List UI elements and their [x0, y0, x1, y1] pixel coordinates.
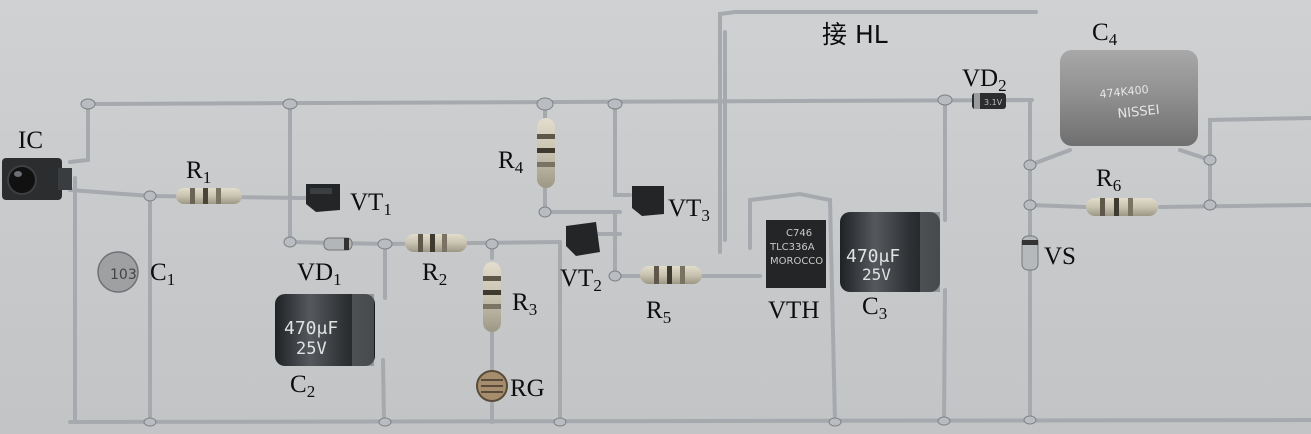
vth-marking-2: TLC336A	[769, 242, 815, 253]
label-c2-sub: 2	[306, 382, 316, 401]
c1-component: 103	[97, 251, 139, 293]
vth-marking-1: C746	[786, 228, 812, 239]
label-vd1-main: VD	[297, 259, 334, 286]
label-c2-main: C	[290, 371, 307, 398]
label-r2-main: R	[422, 259, 439, 286]
label-rg: RG	[510, 375, 545, 402]
vth-component: C746 TLC336A MOROCCO	[766, 220, 826, 288]
vd1-component	[323, 237, 353, 251]
label-vt2-sub: 2	[593, 276, 602, 295]
r6-component	[1086, 198, 1158, 216]
label-r2: R2	[422, 260, 447, 288]
label-r5-sub: 5	[662, 308, 672, 327]
label-ic: IC	[18, 127, 43, 154]
c4-code-marking: 474K400	[1099, 83, 1149, 101]
label-vs: VS	[1044, 243, 1076, 270]
c2-voltage-marking: 25V	[296, 339, 327, 359]
label-r5-main: R	[646, 297, 663, 324]
vth-marking-3: MOROCCO	[770, 256, 823, 267]
label-r2-sub: 2	[438, 270, 448, 289]
label-vd2: VD2	[962, 66, 1007, 94]
label-r6-sub: 6	[1112, 176, 1122, 195]
label-vth: VTH	[768, 297, 820, 324]
r2-component	[405, 234, 467, 252]
label-r4-main: R	[498, 147, 515, 174]
label-hl: 接 HL	[822, 20, 888, 49]
label-r4-sub: 4	[514, 158, 524, 177]
vt1-component	[306, 184, 340, 212]
solder-joints	[80, 94, 1217, 427]
label-c4-sub: 4	[1108, 30, 1118, 49]
r3-component	[483, 262, 501, 332]
label-vt2: VT2	[560, 266, 602, 294]
label-r1-sub: 1	[202, 168, 212, 187]
label-c4-main: C	[1092, 19, 1109, 46]
label-vt3-main: VT	[668, 195, 702, 222]
label-vd2-main: VD	[962, 65, 999, 92]
label-r1-main: R	[186, 157, 203, 184]
vs-component	[1021, 235, 1039, 271]
label-vt1-main: VT	[350, 189, 384, 216]
label-vt3: VT3	[668, 196, 710, 224]
c2-value-marking: 470μF	[284, 318, 338, 339]
label-r6-main: R	[1096, 165, 1113, 192]
c4-component: 474K400 NISSEI	[1060, 50, 1198, 146]
c3-value-marking: 470μF	[846, 246, 900, 267]
c3-component: 470μF 25V	[840, 212, 940, 292]
vt3-component	[632, 186, 664, 216]
ic-component	[2, 158, 72, 200]
rg-component	[476, 370, 508, 402]
label-r5: R5	[646, 298, 671, 326]
label-c1: C1	[150, 260, 175, 288]
label-c1-main: C	[150, 259, 167, 286]
label-r6: R6	[1096, 166, 1121, 194]
label-vd1: VD1	[297, 260, 342, 288]
r5-component	[640, 266, 702, 284]
vd2-component: 3.1V	[972, 93, 1006, 109]
label-c2: C2	[290, 372, 315, 400]
label-vd1-sub: 1	[333, 270, 342, 289]
label-vt1: VT1	[350, 190, 392, 218]
label-r1: R1	[186, 158, 211, 186]
r4-component	[537, 118, 555, 188]
r1-component	[176, 188, 242, 204]
label-r3-main: R	[512, 289, 529, 316]
label-vt2-main: VT	[560, 265, 594, 292]
label-r4: R4	[498, 148, 523, 176]
label-c3: C3	[862, 294, 887, 322]
wires	[68, 10, 1311, 424]
label-r3: R3	[512, 290, 537, 318]
label-c1-sub: 1	[166, 270, 176, 289]
label-c4: C4	[1092, 20, 1117, 48]
label-c3-sub: 3	[878, 304, 888, 323]
label-vd2-sub: 2	[998, 76, 1007, 95]
vd2-marking: 3.1V	[984, 98, 1003, 107]
vt2-component	[566, 222, 600, 256]
c2-component: 470μF 25V	[275, 294, 375, 366]
label-c3-main: C	[862, 293, 879, 320]
c1-marking: 103	[110, 267, 137, 283]
label-r3-sub: 3	[528, 300, 538, 319]
c3-voltage-marking: 25V	[862, 265, 891, 284]
label-vt3-sub: 3	[701, 206, 710, 225]
c4-brand-marking: NISSEI	[1117, 103, 1160, 122]
label-vt1-sub: 1	[383, 200, 392, 219]
